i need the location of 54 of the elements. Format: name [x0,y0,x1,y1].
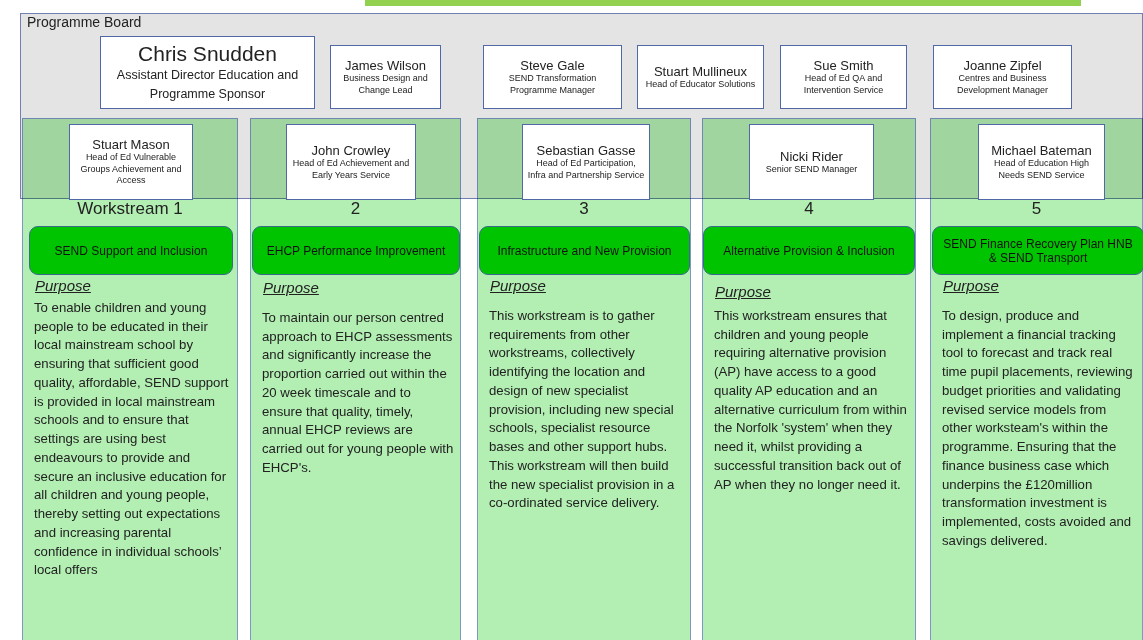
purpose-text: This workstream ensures that children and young people requiring alternative provision (AP) have access to a good quality AP education and an alternative curriculum from within the Norfolk 'system' when they need it, whilst providing a successful transition back out of AP when they no longer need it. [714,307,908,494]
purpose-heading: Purpose [35,277,91,294]
person-card [780,45,907,109]
person-name: Michael Bateman [991,142,1092,158]
purpose-heading: Purpose [490,277,546,294]
person-card [637,45,764,109]
person-name: Sebastian Gasse [536,142,636,158]
purpose-text: To design, produce and implement a financial tracking tool to forecast and track real time pupil placements, reviewing budget priorities and validating revised service models from other worksteam's within the programme. Ensuring that the finance business case which underpins the £120million transformation investment is implemented, costs avoided and savings delivered. [942,307,1134,550]
workstream-heading: Workstream 1 [76,199,184,219]
job-title: SEND Transformation Programme Manager [507,72,598,97]
job-title: Head of Ed Vulnerable Groups Achievement and Access [79,151,183,188]
person-card [522,124,650,200]
purpose-heading: Purpose [943,277,999,294]
panel-title: Programme Board [27,14,142,30]
workstream-banner: SEND Support and Inclusion [29,226,233,275]
workstream-heading: 3 [578,199,590,219]
job-title: Head of Ed QA and Intervention Service [802,72,885,97]
purpose-text: To enable children and young people to be educated in their local mainstream school by ensuring that sufficient good quality, affordable, SEND support is provided in local mainstream schools and to ensure that settings are using best endeavours to provide and secure an inclusive education for all children and young people, thereby setting out expectations and increasing parental confidence in individual schools’ local offers [34,299,230,580]
workstream-heading: 4 [803,199,815,219]
person-name: Joanne Zipfel [963,57,1042,73]
person-name: Sue Smith [813,57,874,73]
purpose-heading: Purpose [263,279,319,296]
workstream-banner: SEND Finance Recovery Plan HNB & SEND Transport [932,226,1143,275]
workstream-heading: 5 [1030,199,1043,219]
person-card [933,45,1072,109]
person-name: Stuart Mason [92,136,170,152]
person-name: James Wilson [345,57,426,73]
person-card [69,124,193,200]
person-name: John Crowley [311,142,391,158]
person-card [483,45,622,109]
job-title: Head of Education High Needs SEND Service [992,157,1091,182]
job-title: Assistant Director Education and Programme Sponsor [115,67,300,103]
purpose-text: This workstream is to gather requirements from other workstreams, collectively identifying the location and design of new specialist provision, including new special schools, specialist resource bases and other support hubs. This workstream will then build the new specialist provision in a co-ordinated service delivery. [489,307,676,513]
person-name: Steve Gale [520,57,585,73]
job-title: Head of Ed Participation, Infra and Partnership Service [527,157,645,182]
workstream-banner: Infrastructure and New Provision [479,226,690,275]
purpose-text: To maintain our person centred approach to EHCP assessments and significantly increase the proportion carried out within the 20 week timescale and to ensure that quality, timely, annual EHCP reviews are carried out for young people with EHCP's. [262,309,454,477]
person-card [100,36,315,109]
job-title: Centres and Business Development Manager [955,72,1050,97]
workstream-heading: 2 [349,199,362,219]
person-card [978,124,1105,200]
person-name: Stuart Mullineux [653,63,748,79]
person-card [286,124,416,200]
workstream-banner: EHCP Performance Improvement [252,226,460,275]
person-name: Nicki Rider [780,148,843,164]
job-title: Head of Educator Solutions [645,78,756,91]
person-card [749,124,874,200]
job-title: Senior SEND Manager [765,163,858,176]
job-title: Business Design and Change Lead [342,72,429,97]
purpose-heading: Purpose [715,283,771,300]
workstream-banner: Alternative Provision & Inclusion [703,226,915,275]
job-title: Head of Ed Achievement and Early Years Service [291,157,411,182]
person-name: Chris Snudden [138,42,277,67]
person-card [330,45,441,109]
